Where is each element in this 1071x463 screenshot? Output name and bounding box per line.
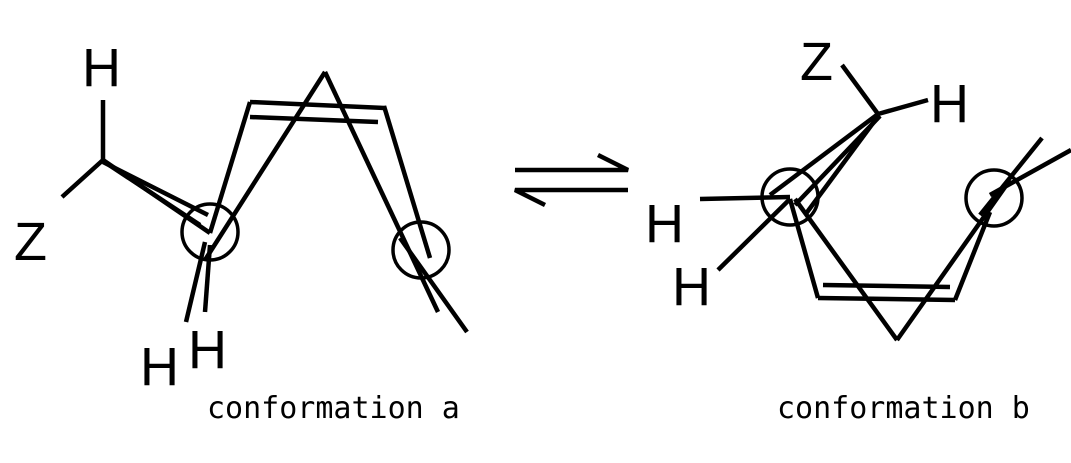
bond-c-z [60,158,105,199]
arrow-forward [515,152,630,173]
bond-c-z [840,63,880,116]
atom-h-left-lower: H [672,257,711,317]
bond-wedge-upper [768,112,880,197]
conformation-b: Z H H H conformation b [645,32,1071,426]
arrow-reverse [513,187,628,208]
ring-atom-circle-left [760,167,820,227]
caption-conformation-a: conformation a [207,391,460,426]
bond-ring-left-diag [793,197,899,342]
bond-double-2 [249,114,379,125]
bond-ring-right-diag [322,71,441,313]
ring-atom-circle-right [391,220,451,280]
bond-double-2 [822,282,951,290]
bond-h-left-upper [699,194,791,202]
bond-ring-left-down [787,198,821,299]
atom-z: Z [14,212,47,272]
bond-h-left-lower [716,197,792,272]
atom-h-left-upper: H [645,194,684,254]
conformation-a: H Z H H conformation a [14,38,469,426]
ring-atom-circle-left [180,202,240,262]
bond-h-bottom-left [183,241,208,323]
ring-atom-circle-right [964,168,1024,228]
atom-h-bottom-right: H [188,320,227,380]
bond-ring-right-down [381,105,433,259]
bond-ring-right-up [952,211,993,301]
bond-ring-left-up [207,101,253,234]
bond-double-1 [817,295,956,303]
atom-h-bottom-left: H [140,337,179,397]
bond-double-1 [249,99,386,111]
bond-ring-right-diag [895,178,1012,342]
bond-wedge-mid [101,159,202,227]
bond-ring-left-diag [203,70,327,262]
equilibrium-arrows: ⇌ [513,152,630,208]
bond-h-bottom-right [202,244,213,313]
bond-tail-right [398,236,469,334]
atom-z: Z [800,32,833,92]
atom-h-top: H [930,74,969,134]
atom-h-top: H [82,38,121,98]
bond-c-h-top [877,97,929,117]
caption-conformation-b: conformation b [777,391,1030,426]
